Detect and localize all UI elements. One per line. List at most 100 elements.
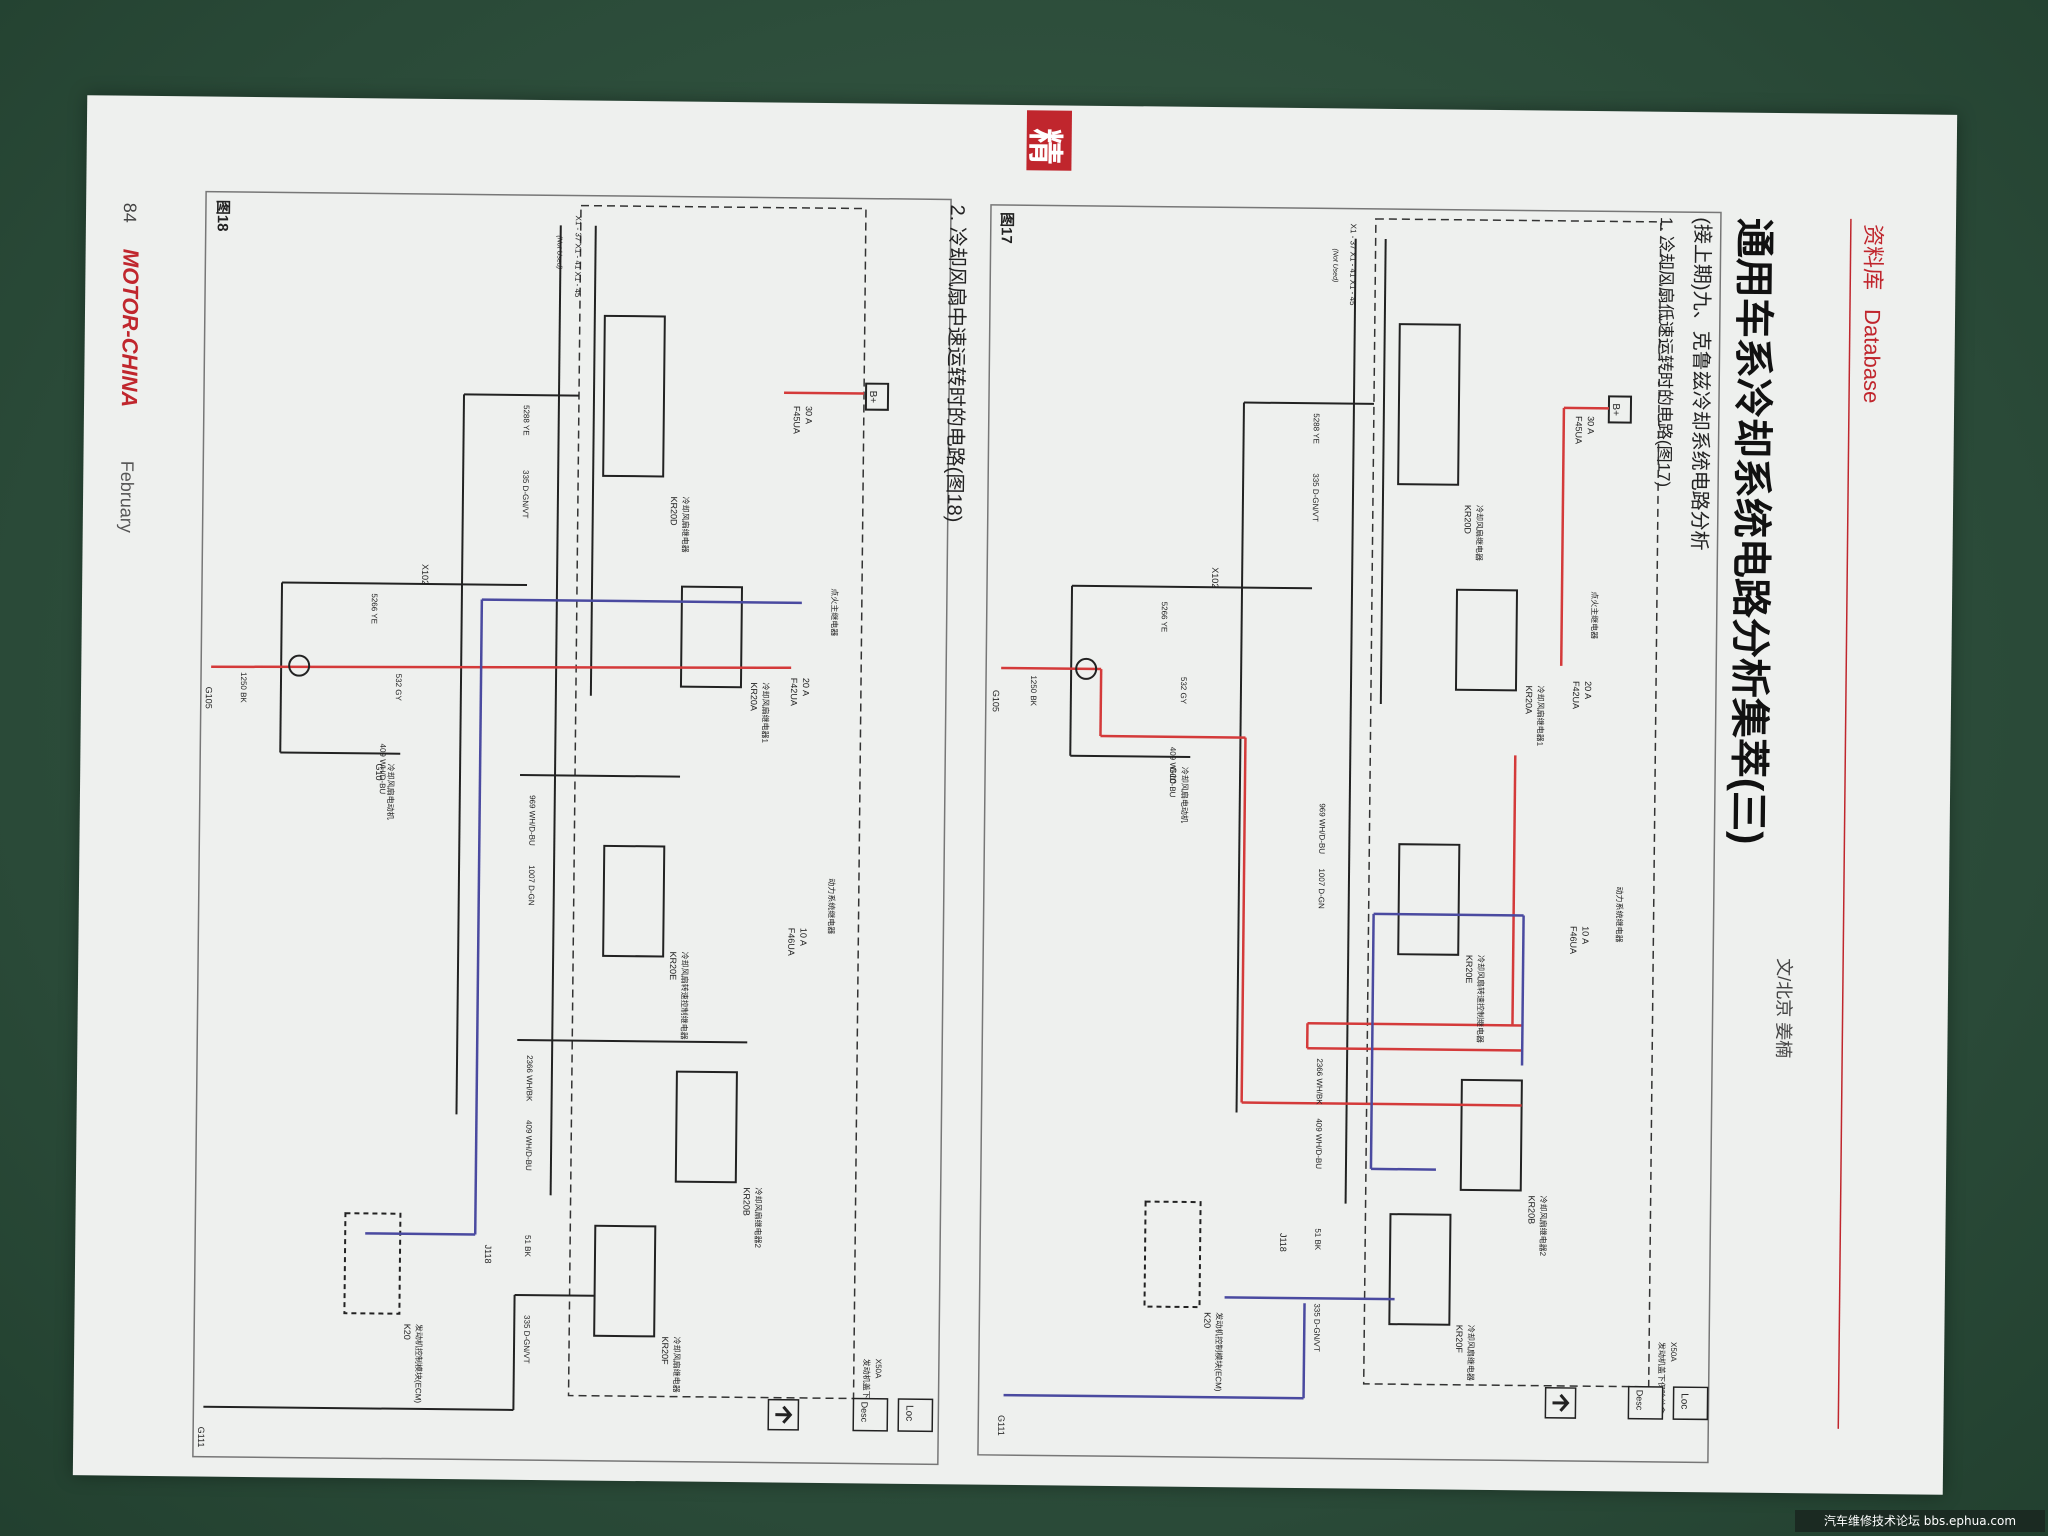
- fig17-relay-a: KR20A: [1524, 685, 1534, 714]
- fig17-wire-label: 1250 BK: [1029, 675, 1038, 706]
- fig17-connector: X102: [1210, 567, 1220, 588]
- fig17-wire-label: 1007 D-GN: [1317, 868, 1326, 909]
- fig18-wire-label: 5288 YE: [522, 405, 531, 436]
- fig17-fuse-top-rating: 30 A: [1586, 416, 1596, 434]
- fig18-ground-1: G105: [204, 687, 214, 709]
- fig17-wiring: [1069, 238, 1523, 1326]
- fig17-relay-d: KR20D: [1463, 505, 1473, 535]
- fig17-wire-label: 969 WH/D-BU: [1317, 803, 1327, 854]
- fig17-wire-label: 2366 WH/BK: [1315, 1058, 1324, 1105]
- fig17-ground-2: G111: [996, 1415, 1006, 1436]
- fig17-blue-path: [1003, 912, 1525, 1400]
- section-item-1: 1. 冷却风扇低速运转时的电路(图17): [1654, 217, 1676, 487]
- fig18-wire-label: 335 D-GN/VT: [522, 1315, 532, 1364]
- fig18-relay-b: KR20B: [741, 1187, 751, 1216]
- fig17-fuse-mid: F42UA: [1571, 681, 1581, 709]
- fig17-arrow-down-icon: [1552, 1393, 1570, 1412]
- fig18-relay-d-desc: 冷却风扇继电器: [680, 497, 691, 553]
- fig18-motor: G10: [374, 763, 384, 780]
- fig17-wire-label: 409 WH/D-BU: [1168, 747, 1178, 798]
- fig18-motor-desc: 冷却风扇电动机: [386, 764, 397, 820]
- section-divider: [1837, 218, 1852, 1429]
- fig18-connector-top: X1 - 37 X1 - 41 X1 - 45: [573, 216, 583, 298]
- fig18-label: 图18: [214, 200, 231, 232]
- fig18-relay-e-desc: 冷却风扇转速控制继电器: [679, 952, 690, 1040]
- fig18-fuse-top-rating: 30 A: [804, 406, 814, 424]
- fig18-wire-label: 1250 BK: [239, 672, 248, 703]
- fig18-relay-d: KR20D: [669, 497, 679, 527]
- section-item-2: 2. 冷却风扇中速运转时的电路(图18): [943, 204, 969, 522]
- fig17-box-label: 发动机盖下保险丝盒: [1656, 1342, 1667, 1414]
- fig17-motor: G10: [1168, 767, 1178, 784]
- badge-icon: [1026, 110, 1073, 171]
- section-tag: 资料库: [1860, 224, 1886, 290]
- fig17-relay-a-desc: 冷却风扇继电器1: [1535, 686, 1546, 747]
- fig18-relay-e: KR20E: [668, 952, 678, 981]
- brand-logo: MOTOR-CHINA: [117, 249, 144, 408]
- fig17-fusebox-outline: [1362, 218, 1662, 1388]
- fig18-fuse-top: F45UA: [792, 406, 802, 434]
- article-title: 通用车系冷却系统电路分析集萃(三): [1725, 218, 1776, 845]
- fig18-wiring: [203, 225, 748, 1411]
- fig17-bplus: B+: [1610, 403, 1621, 416]
- section-tag-en: Database: [1859, 309, 1885, 403]
- fig17-relay-e-desc: 冷却风扇转速控制继电器: [1475, 955, 1486, 1043]
- fig18-junction: J118: [483, 1245, 493, 1264]
- fig18-desc-icon[interactable]: [852, 1397, 889, 1432]
- fig17-relay-f: KR20F: [1454, 1325, 1464, 1354]
- fig17-box-id: X50A: [1669, 1342, 1678, 1362]
- fig18-fuse-bottom-rating: 10 A: [798, 928, 808, 946]
- fig18-arrow-down-icon: [775, 1405, 793, 1424]
- fig17-not-used: (Not Used): [1331, 248, 1338, 282]
- fig18-wire-label: 409 WH/D-BU: [378, 743, 388, 794]
- fig18-box-label: 发动机盖下保险丝盒: [861, 1359, 872, 1431]
- fig18-ecm-desc: 发动机控制模块(ECM): [413, 1324, 424, 1404]
- fig18-motor-icon: [288, 654, 311, 677]
- fig18-powertrain-relay: 动力系统继电器: [826, 878, 837, 934]
- fig18-box-id: X50A: [874, 1359, 883, 1379]
- fig17-motor-icon: [1075, 657, 1098, 680]
- fig17-ecm-desc: 发动机控制模块(ECM): [1214, 1312, 1225, 1392]
- badge-char: 精: [1024, 128, 1065, 164]
- fig17-wire-label: 335 D-GN/VT: [1312, 1303, 1322, 1352]
- fig17-red-path: [1001, 406, 1609, 1107]
- fig18-loc-icon[interactable]: [897, 1398, 934, 1433]
- fig18-connector: X102: [420, 564, 430, 585]
- fig18-ignition-label: 点火主继电器: [829, 588, 840, 636]
- fig18-blue-path: [365, 598, 802, 1236]
- fig17-relay-d-desc: 冷却风扇继电器: [1474, 505, 1485, 561]
- brand-month: February: [117, 461, 138, 533]
- fig18-not-used: (Not Used): [555, 235, 562, 269]
- fig17-junction: J118: [1278, 1233, 1288, 1252]
- page-number: 84: [120, 203, 140, 223]
- fig17-relay-e: KR20E: [1464, 955, 1474, 984]
- fig18-frame: [192, 190, 952, 1466]
- fig18-wire-label: 335 D-GN/VT: [521, 470, 531, 519]
- fig17-wire-label: 5266 YE: [1160, 602, 1169, 633]
- fig18-wire-label: 51 BK: [523, 1235, 532, 1258]
- fig17-frame: [977, 204, 1722, 1464]
- fig17-desc: Desc: [1634, 1390, 1644, 1411]
- fig17-relay-b: KR20B: [1526, 1196, 1536, 1225]
- fig18-ecm: K20: [402, 1324, 412, 1340]
- fig18-ground-2: G111: [196, 1427, 206, 1448]
- fig17-connector-top: X1 - 37 X1 - 41 X1 - 45: [1348, 224, 1358, 306]
- fig17-relay-f-desc: 冷却风扇继电器: [1466, 1325, 1477, 1381]
- fig18-wire-label: 5266 YE: [370, 593, 379, 624]
- fig17-fuse-bottom: F46UA: [1568, 926, 1578, 954]
- fig17-wire-label: 532 GY: [1179, 677, 1188, 705]
- fig17-ignition-label: 点火主继电器: [1590, 591, 1601, 639]
- fig18-wire-label: 409 WH/D-BU: [524, 1120, 534, 1171]
- fig17-ground-1: G105: [991, 690, 1001, 712]
- fig17-motor-desc: 冷却风扇电动机: [1180, 767, 1191, 823]
- fig18-bplus: B+: [867, 391, 878, 404]
- forum-watermark: 汽车维修技术论坛 bbs.ephua.com: [1795, 1510, 2045, 1532]
- fig17-label: 图17: [998, 212, 1015, 244]
- fig17-loc-icon[interactable]: [1672, 1386, 1709, 1421]
- fig17-desc-icon[interactable]: [1627, 1385, 1664, 1420]
- fig17-wire-label: 5288 YE: [1312, 413, 1321, 444]
- fig17-wire-label: 409 WH/D-BU: [1314, 1118, 1324, 1169]
- fig17-relay-b-desc: 冷却风扇继电器2: [1538, 1196, 1549, 1257]
- fig18-wire-label: 532 GY: [394, 674, 403, 702]
- fig18-relay-a-desc: 冷却风扇继电器1: [760, 682, 771, 743]
